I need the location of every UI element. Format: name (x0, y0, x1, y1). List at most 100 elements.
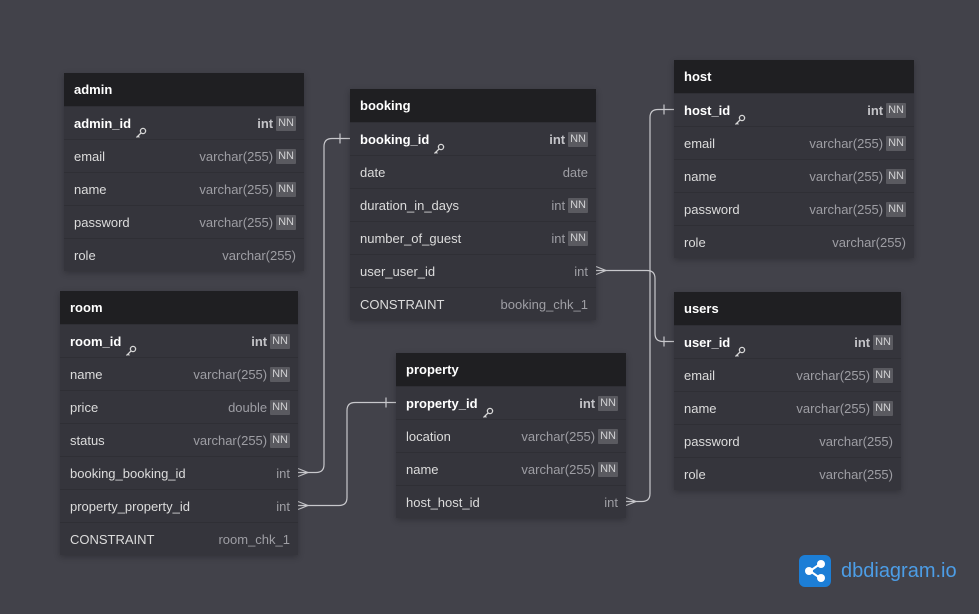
field-type-cell: int (276, 490, 290, 523)
field-name-cell: user_user_id (360, 255, 435, 288)
field-type: int (551, 198, 566, 213)
field-type-cell: booking_chk_1 (501, 288, 588, 321)
field-name: name (74, 182, 107, 197)
field-row-constraint[interactable]: CONSTRAINT room_chk_1 (60, 522, 298, 555)
not-null-badge: NN (276, 215, 296, 231)
field-row-role[interactable]: role varchar(255) (674, 225, 914, 258)
field-name-cell: email (684, 127, 715, 160)
field-name-cell: CONSTRAINT (360, 288, 445, 321)
field-type: int (251, 334, 268, 349)
field-name-cell: host_id (684, 94, 746, 127)
field-type-cell: varchar(255)NN (521, 453, 618, 486)
field-type-cell: int (604, 486, 618, 519)
key-icon (125, 336, 137, 356)
field-row-email[interactable]: email varchar(255)NN (674, 358, 901, 391)
field-name-cell: name (74, 173, 107, 206)
field-row-host-host-id[interactable]: host_host_id int (396, 485, 626, 518)
table-header[interactable]: booking (350, 89, 596, 122)
field-name-cell: status (70, 424, 105, 457)
field-name: role (684, 467, 706, 482)
field-type: varchar(255) (832, 235, 906, 250)
field-type: varchar(255) (796, 368, 871, 383)
key-icon (734, 337, 746, 357)
field-type: int (257, 116, 274, 131)
field-name-cell: host_host_id (406, 486, 480, 519)
field-type: varchar(255) (199, 215, 274, 230)
key-icon (433, 134, 445, 154)
field-type: room_chk_1 (218, 532, 290, 547)
field-type: varchar(255) (796, 401, 871, 416)
field-name-cell: booking_booking_id (70, 457, 186, 490)
field-name: price (70, 400, 99, 415)
field-type: int (549, 132, 566, 147)
field-type: int (579, 396, 596, 411)
field-name-cell: duration_in_days (360, 189, 459, 222)
field-row-constraint[interactable]: CONSTRAINT booking_chk_1 (350, 287, 596, 320)
field-type-cell: date (563, 156, 588, 189)
not-null-badge: NN (873, 368, 893, 384)
field-type: varchar(255) (521, 462, 596, 477)
field-type-cell: varchar(255)NN (199, 140, 296, 173)
table-header[interactable]: admin (64, 73, 304, 106)
field-name-cell: price (70, 391, 98, 424)
field-name: password (684, 434, 740, 449)
field-row-name[interactable]: name varchar(255)NN (396, 452, 626, 485)
field-name-cell: location (406, 420, 451, 453)
field-name-cell: name (406, 453, 439, 486)
field-name-cell: role (684, 226, 706, 259)
table-header[interactable]: room (60, 291, 298, 324)
field-name-cell: booking_id (360, 123, 445, 156)
field-name: user_user_id (360, 264, 436, 279)
field-name-cell: email (684, 359, 715, 392)
field-name: admin_id (74, 116, 132, 131)
field-row-password[interactable]: password varchar(255) (674, 424, 901, 457)
field-row-booking-booking-id[interactable]: booking_booking_id int (60, 456, 298, 489)
field-type: int (551, 231, 566, 246)
field-name: name (684, 169, 717, 184)
not-null-badge: NN (886, 136, 906, 152)
field-name: booking_booking_id (70, 466, 186, 481)
not-null-badge: NN (886, 103, 906, 119)
table-header[interactable]: property (396, 353, 626, 386)
table-header[interactable]: users (674, 292, 901, 325)
relation-booking-users-many-marker (595, 265, 607, 276)
field-name: CONSTRAINT (70, 532, 155, 547)
table-header[interactable]: host (674, 60, 914, 93)
field-type: varchar(255) (819, 434, 893, 449)
field-type-cell: int (276, 457, 290, 490)
field-name-cell: password (684, 193, 740, 226)
